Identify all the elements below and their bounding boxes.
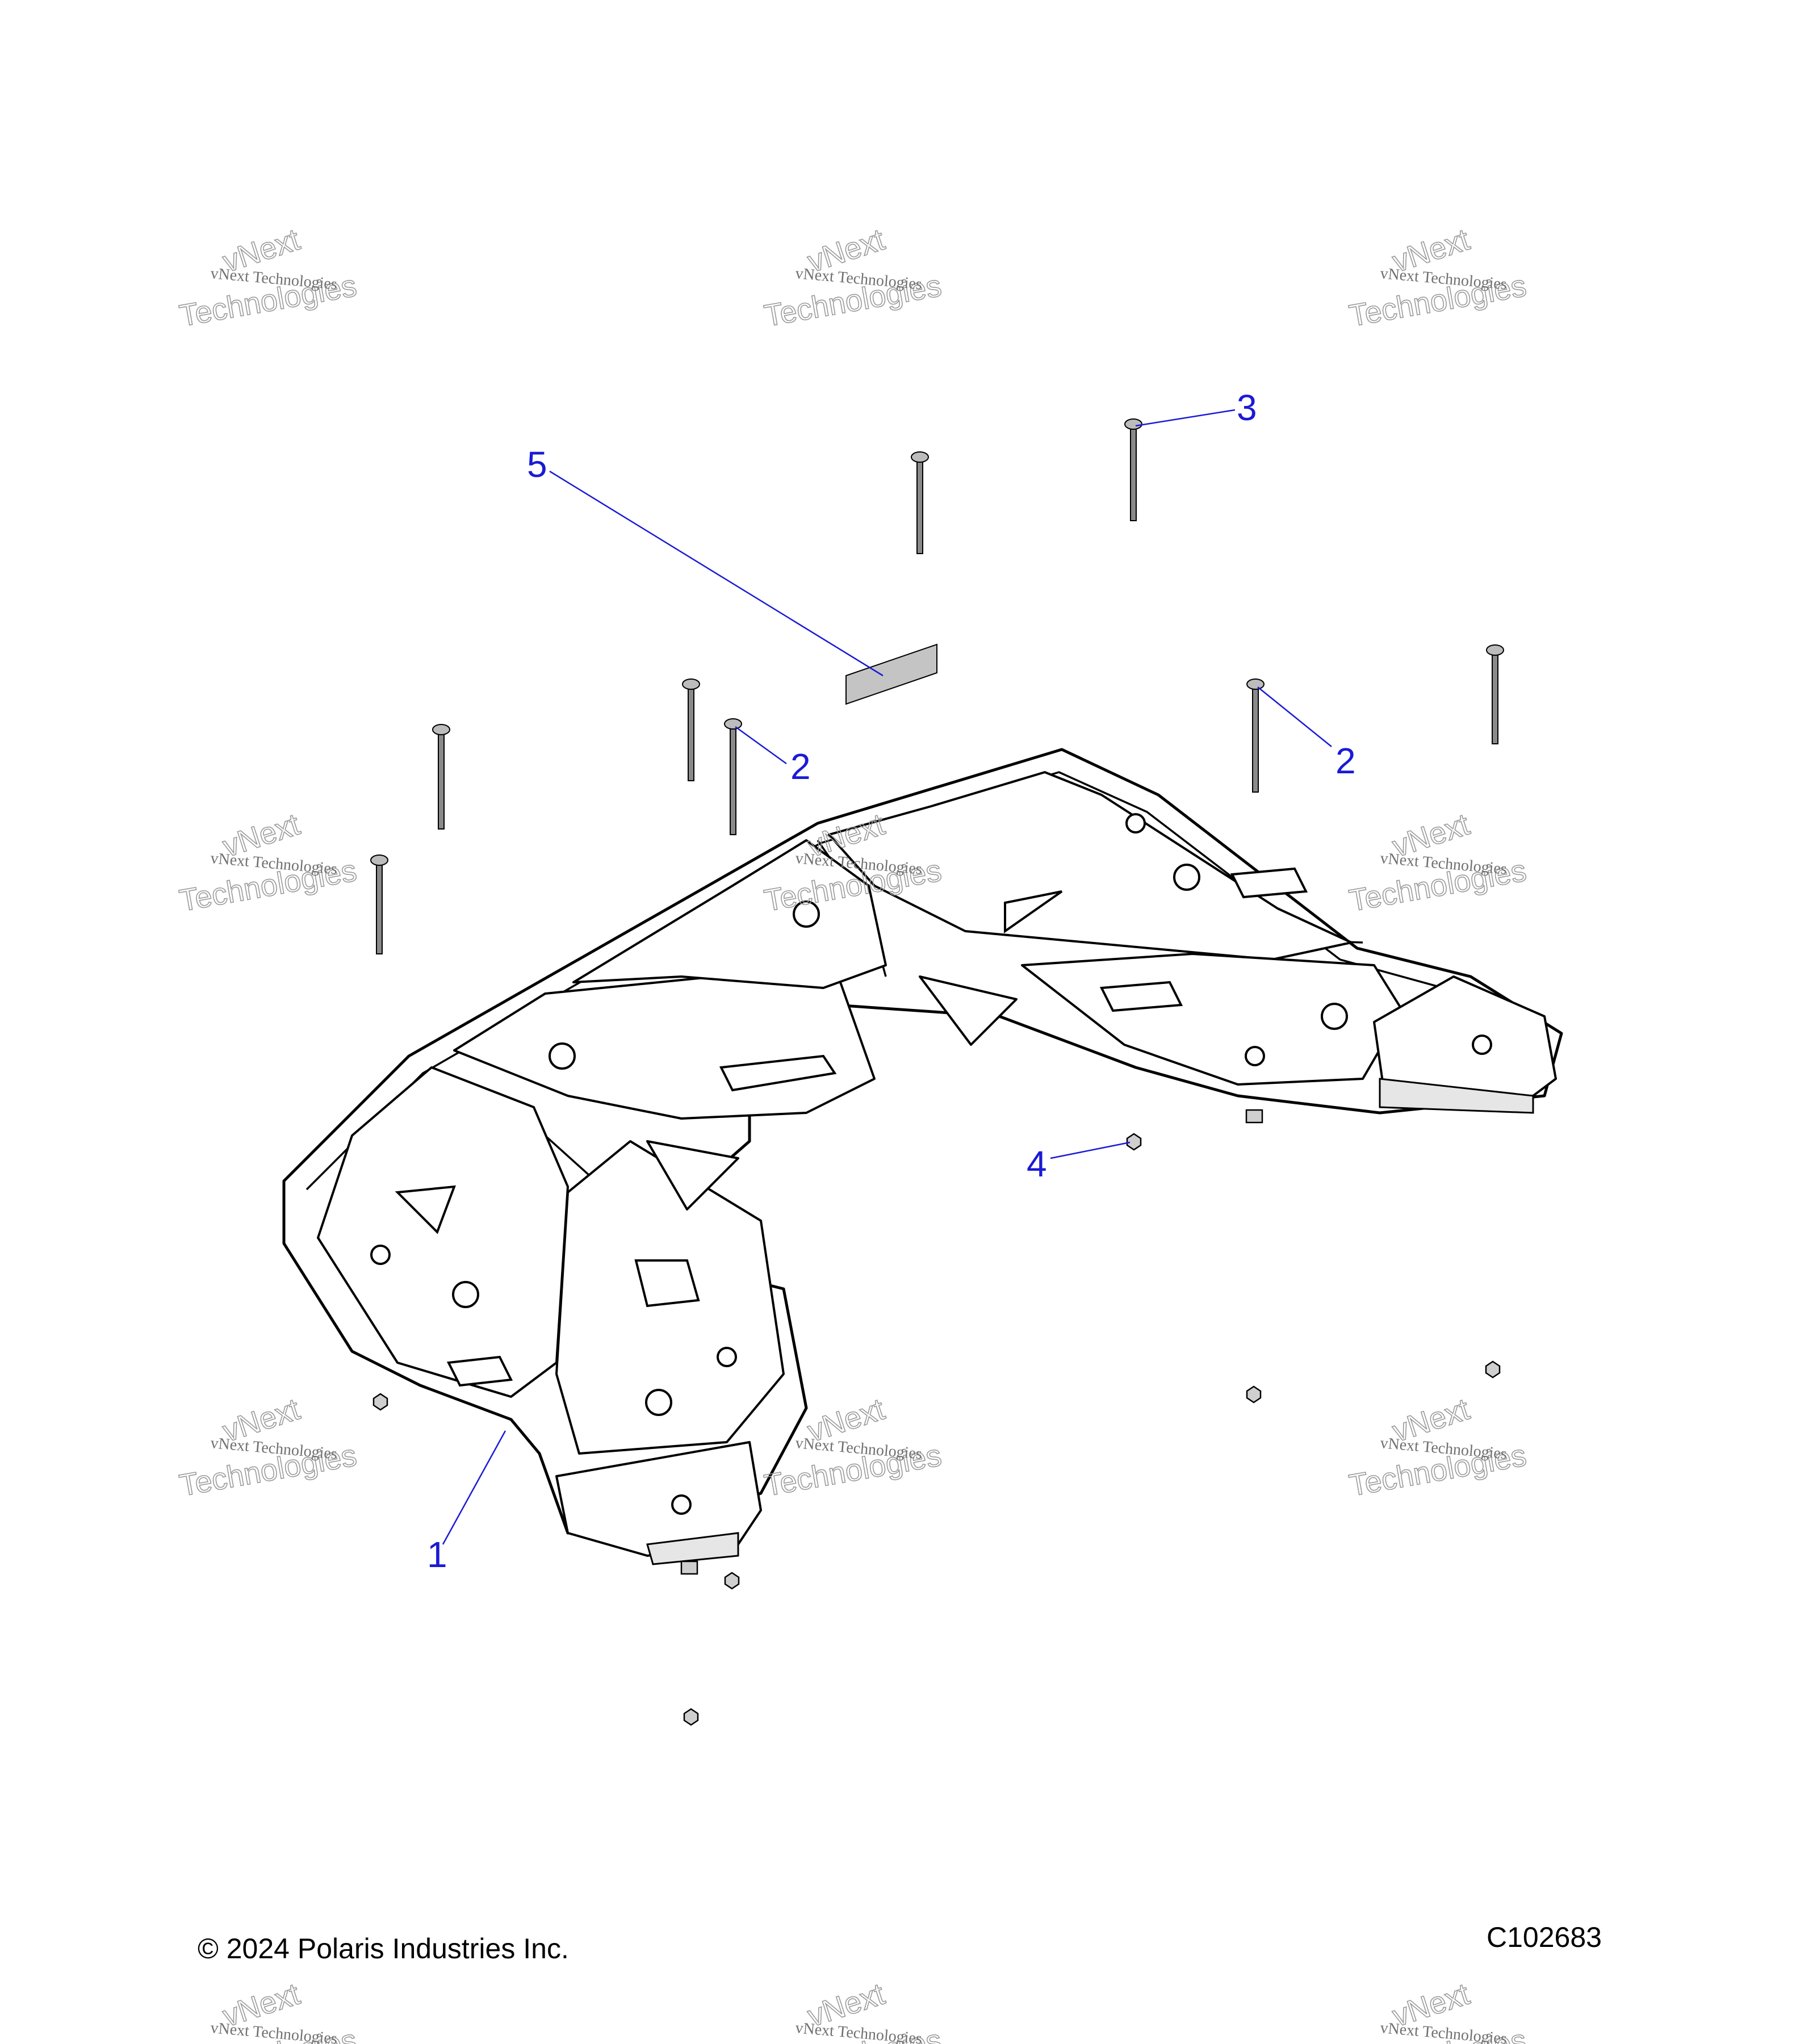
callout-3: 3 <box>1237 387 1257 428</box>
rack-hole <box>1173 864 1200 891</box>
callout-5: 5 <box>527 444 547 485</box>
nut <box>724 1572 740 1590</box>
leader-1 <box>442 1430 506 1545</box>
rack-hole <box>549 1042 576 1070</box>
leader-5 <box>549 470 884 677</box>
rack-hole <box>645 1389 672 1416</box>
watermark: vNext Technologies vNext Technologies <box>1346 1976 1529 2044</box>
nut-group <box>372 1133 1501 1726</box>
leader-4 <box>1050 1141 1131 1159</box>
callout-2a: 2 <box>790 746 811 787</box>
nut <box>372 1393 388 1411</box>
center-upper-plate <box>572 839 887 989</box>
rack-hole <box>717 1347 737 1367</box>
bolt <box>432 724 450 830</box>
watermark: vNext Technologies vNext Technologies <box>177 222 359 334</box>
callout-1: 1 <box>427 1534 447 1575</box>
nut <box>1485 1360 1501 1379</box>
triangle-cutout-left <box>395 1185 457 1234</box>
bolt <box>370 855 388 954</box>
bolt-group <box>370 418 1504 954</box>
watermark: vNext Technologies vNext Technologies <box>177 1392 359 1503</box>
rack-hole <box>793 900 820 928</box>
nut <box>683 1708 699 1726</box>
leader-2b <box>1257 686 1332 747</box>
rack-stud <box>1245 1109 1263 1124</box>
slot-right-rear <box>1099 981 1183 1012</box>
center-triangle-bracket <box>919 975 1018 1046</box>
svg-text:vNext Technologies: vNext Technologies <box>1379 2019 1508 2044</box>
copyright-notice: © 2024 Polaris Industries Inc. <box>198 1933 569 1965</box>
watermark: vNext Technologies vNext Technologies <box>177 807 359 919</box>
rack-hole <box>1472 1034 1492 1055</box>
slot-upper-right <box>1230 867 1308 899</box>
rack-hole <box>1125 813 1146 833</box>
bolt <box>682 678 700 781</box>
rack-hole <box>370 1245 391 1265</box>
watermark: vNext Technologies vNext Technologies <box>1346 807 1529 919</box>
bolt <box>1124 418 1142 521</box>
watermark: vNext Technologies vNext Technologies <box>177 1976 359 2044</box>
leader-3 <box>1135 409 1236 427</box>
right-upper-plate <box>828 771 1353 961</box>
slot-left-rear <box>446 1355 513 1387</box>
rack-hole <box>671 1494 692 1515</box>
leader-2a <box>735 726 787 765</box>
triangle-cutout-right <box>1004 890 1063 933</box>
rack-hole <box>452 1281 479 1308</box>
leader-lines <box>442 409 1332 1545</box>
lower-triangle-bracket <box>646 1140 739 1211</box>
slot-left-inner <box>634 1259 700 1308</box>
callout-4: 4 <box>1027 1144 1047 1184</box>
svg-text:vNext Technologies: vNext Technologies <box>794 2019 923 2044</box>
watermark: vNext Technologies vNext Technologies <box>1346 1392 1529 1503</box>
rack-stud <box>680 1560 698 1575</box>
left-end-cap-side <box>646 1532 739 1565</box>
rack-hole <box>1321 1003 1348 1030</box>
svg-text:vNext Technologies: vNext Technologies <box>210 2019 338 2044</box>
bolt <box>911 451 929 554</box>
bolt <box>724 718 742 835</box>
nut <box>1246 1385 1262 1404</box>
bolt <box>1246 678 1265 793</box>
nut <box>1126 1133 1142 1151</box>
callout-2b: 2 <box>1335 740 1356 781</box>
decal <box>845 643 937 705</box>
bolt <box>1486 644 1504 744</box>
diagram-code: C102683 <box>1487 1921 1602 1953</box>
right-end-cap-side <box>1379 1078 1534 1114</box>
watermark: vNext Technologies vNext Technologies <box>761 1976 944 2044</box>
watermark: vNext Technologies vNext Technologies <box>1346 222 1529 334</box>
callout-labels: 1 2 2 3 4 5 <box>427 387 1356 1575</box>
rear-rack-frame <box>282 748 1563 1575</box>
rack-hole <box>1245 1046 1265 1066</box>
slot-center <box>719 1054 837 1092</box>
watermark: vNext Technologies vNext Technologies <box>761 222 944 334</box>
